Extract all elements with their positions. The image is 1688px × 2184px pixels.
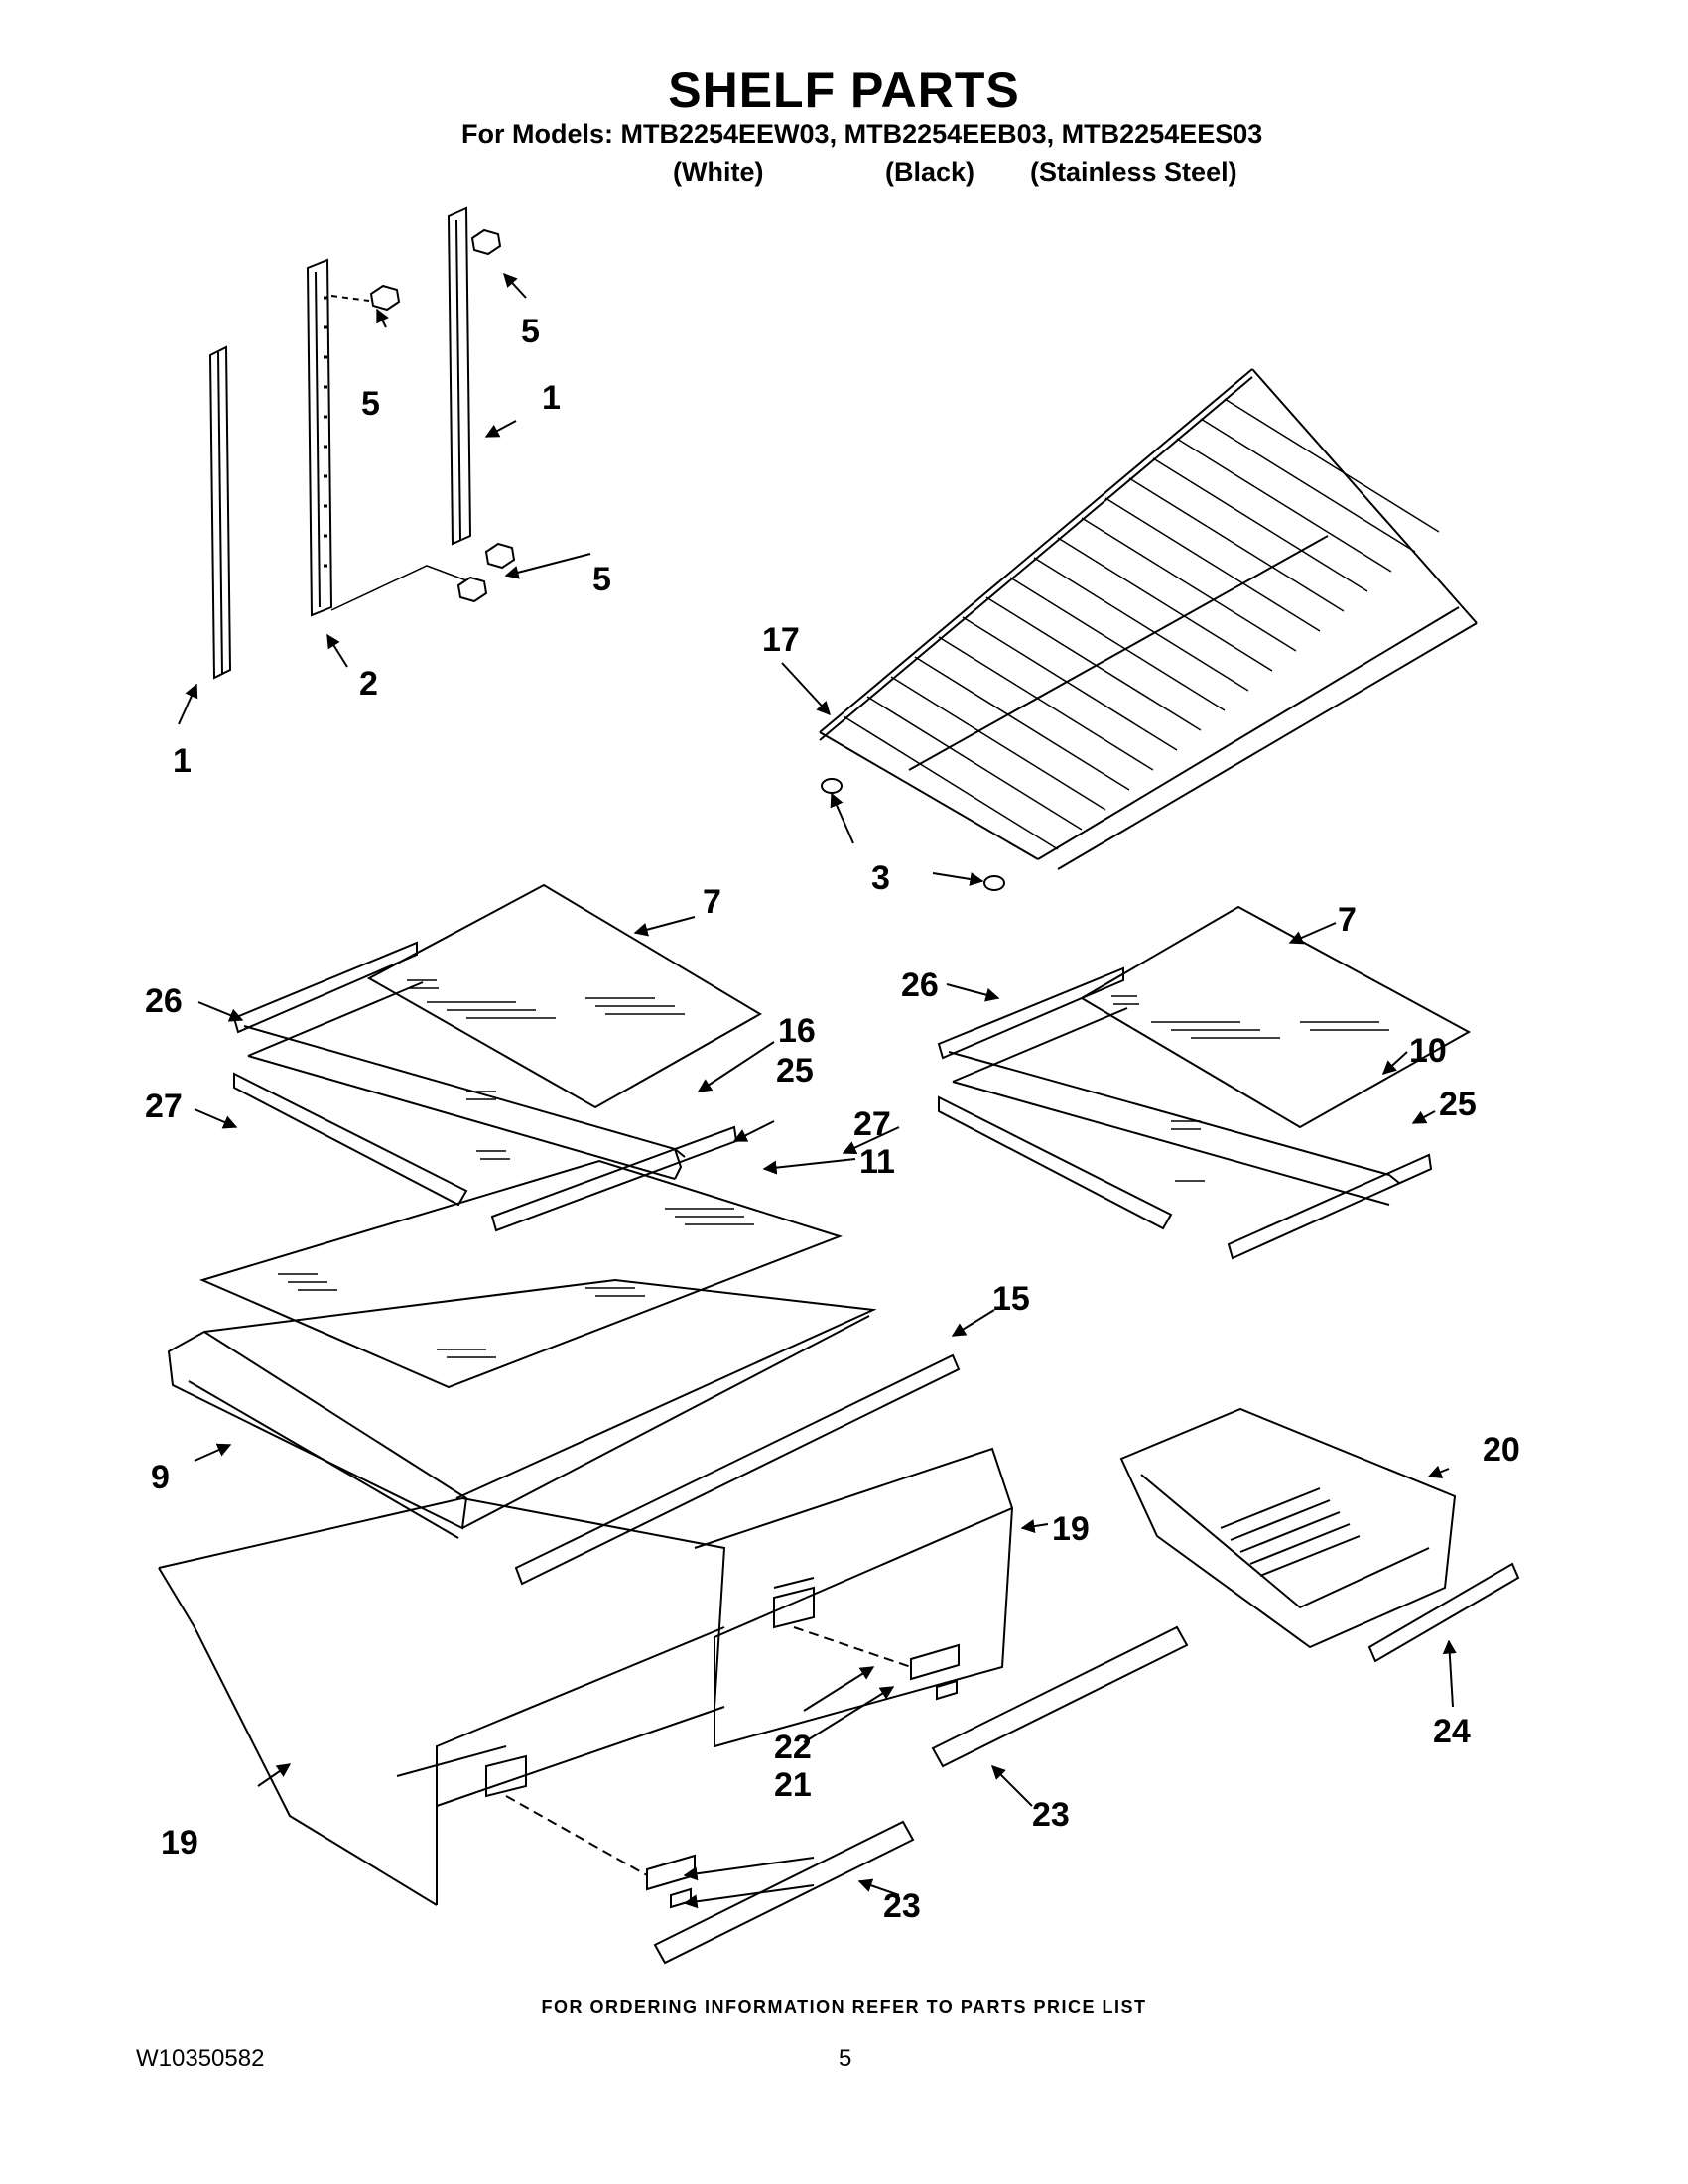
shelf-stops bbox=[821, 778, 1005, 891]
rail-screws bbox=[369, 228, 516, 603]
callout-1-left-rail: 1 bbox=[173, 742, 192, 780]
callout-7-left: 7 bbox=[703, 883, 721, 921]
crisper-drawers bbox=[158, 1447, 1014, 1906]
drawer-trims bbox=[653, 1625, 1189, 1965]
shelf-rail-right bbox=[447, 206, 472, 546]
callout-5-top: 5 bbox=[521, 313, 540, 350]
callout-27-right: 27 bbox=[853, 1105, 891, 1143]
callout-3: 3 bbox=[871, 859, 890, 897]
shelf-rail-slotted bbox=[306, 258, 467, 617]
shelf-rail-left bbox=[208, 345, 232, 680]
callout-21: 21 bbox=[774, 1766, 812, 1804]
callout-25-left: 25 bbox=[776, 1052, 814, 1090]
glass-shelf-left bbox=[366, 883, 762, 1109]
callout-16: 16 bbox=[778, 1012, 816, 1050]
callout-15: 15 bbox=[992, 1280, 1030, 1318]
callout-20: 20 bbox=[1483, 1431, 1520, 1469]
callout-2: 2 bbox=[359, 665, 378, 703]
callout-10: 10 bbox=[1409, 1032, 1447, 1070]
crisper-cover-glass bbox=[199, 1159, 844, 1389]
callout-22: 22 bbox=[774, 1729, 812, 1766]
document-number: W10350582 bbox=[136, 2045, 265, 2072]
callout-17: 17 bbox=[762, 621, 800, 659]
variant-white: (White) bbox=[673, 157, 764, 187]
callout-24: 24 bbox=[1433, 1713, 1471, 1750]
callout-5-middle: 5 bbox=[361, 385, 380, 423]
meat-pan-drawer bbox=[1119, 1407, 1457, 1649]
callout-23-left: 23 bbox=[883, 1887, 921, 1925]
ordering-note: FOR ORDERING INFORMATION REFER TO PARTS … bbox=[541, 1997, 1147, 2017]
callout-1-right-rail: 1 bbox=[542, 379, 561, 417]
variant-stainless-steel: (Stainless Steel) bbox=[1030, 157, 1237, 187]
callout-11: 11 bbox=[859, 1143, 895, 1181]
shelf-frame-right bbox=[937, 966, 1433, 1260]
callout-7-right: 7 bbox=[1338, 901, 1357, 939]
callout-25-right: 25 bbox=[1439, 1086, 1477, 1123]
callout-5-lower: 5 bbox=[592, 561, 611, 598]
glass-shelf-right bbox=[1080, 905, 1472, 1129]
callout-leaders bbox=[178, 272, 1457, 1909]
variant-black: (Black) bbox=[885, 157, 975, 187]
callout-27-left: 27 bbox=[145, 1088, 183, 1125]
drawer-hardware bbox=[505, 1626, 960, 1909]
callout-19-left: 19 bbox=[161, 1824, 198, 1862]
page-number: 5 bbox=[839, 2045, 852, 2072]
callout-26-right: 26 bbox=[901, 966, 939, 1004]
callout-9: 9 bbox=[151, 1459, 170, 1496]
shelf-frame-left bbox=[232, 941, 738, 1232]
models-line: For Models: MTB2254EEW03, MTB2254EEB03, … bbox=[461, 119, 1263, 149]
pan-trim bbox=[1367, 1562, 1520, 1663]
crisper-cover-frame bbox=[167, 1278, 961, 1586]
callout-23-right: 23 bbox=[1032, 1796, 1070, 1834]
wire-shelf bbox=[819, 368, 1478, 870]
callout-26-left: 26 bbox=[145, 982, 183, 1020]
page-title: SHELF PARTS bbox=[668, 63, 1020, 118]
callout-19-right: 19 bbox=[1052, 1510, 1090, 1548]
